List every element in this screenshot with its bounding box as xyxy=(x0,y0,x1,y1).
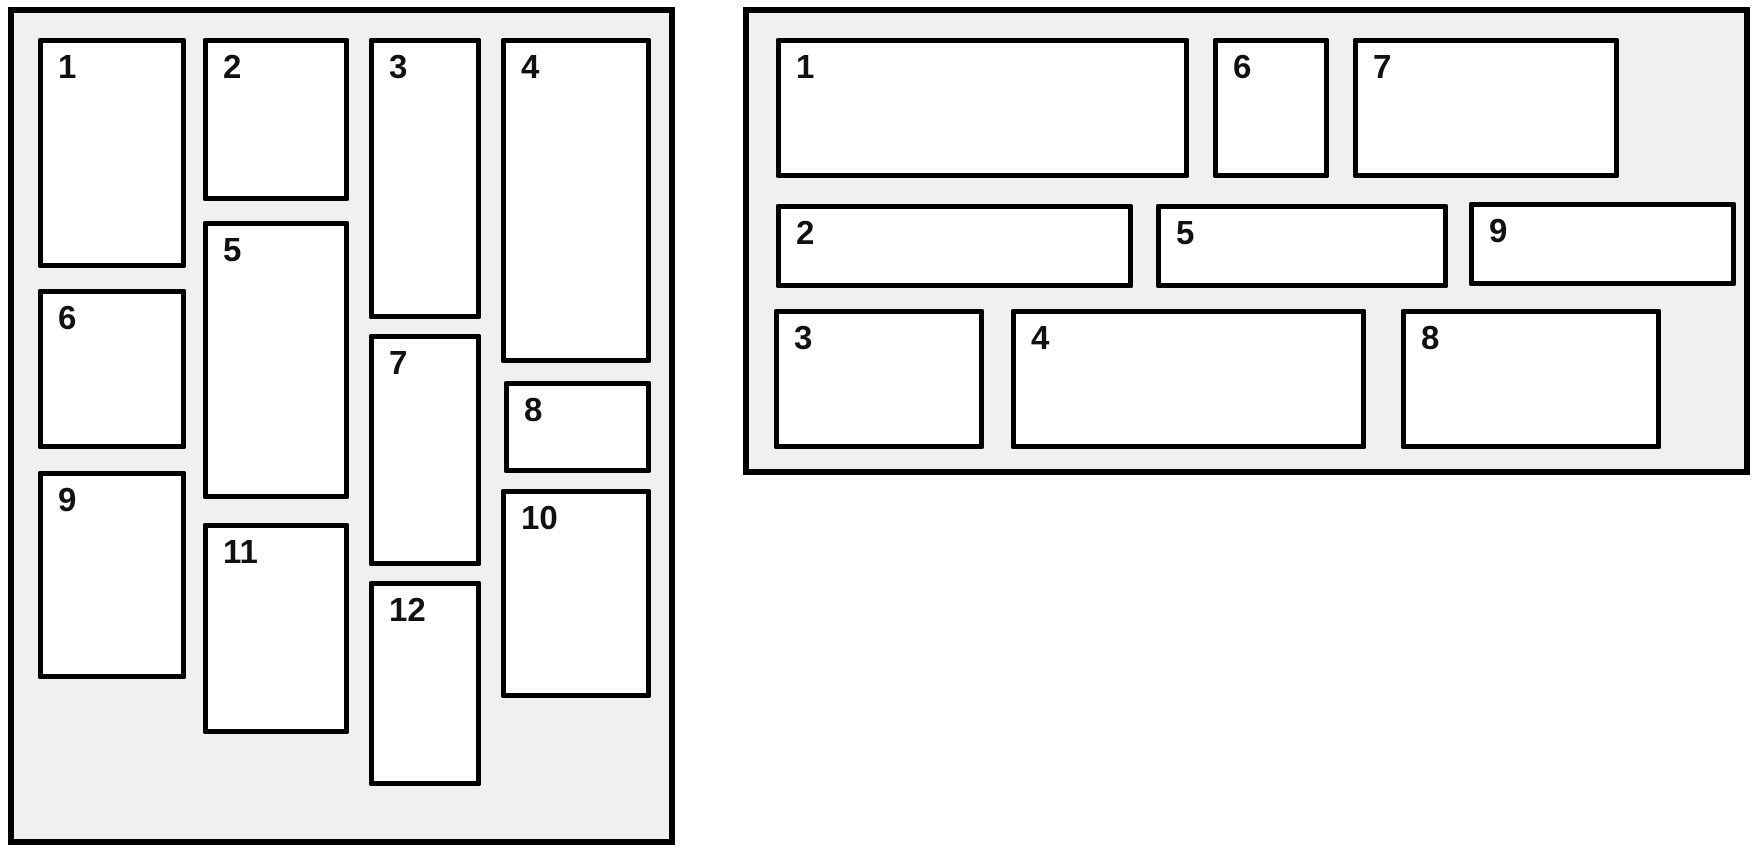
layout-item: 6 xyxy=(1213,38,1329,178)
layout-item: 9 xyxy=(1469,202,1736,286)
layout-item: 5 xyxy=(203,221,349,499)
layout-item: 9 xyxy=(38,471,186,679)
layout-item: 2 xyxy=(203,38,349,201)
item-number-label: 2 xyxy=(223,48,242,85)
item-number-label: 3 xyxy=(794,319,813,356)
item-number-label: 6 xyxy=(1233,48,1252,85)
item-number-label: 5 xyxy=(1176,214,1195,251)
item-number-label: 7 xyxy=(389,344,408,381)
layout-item: 1 xyxy=(38,38,186,268)
item-number-label: 3 xyxy=(389,48,408,85)
item-number-label: 9 xyxy=(58,481,77,518)
item-number-label: 8 xyxy=(524,391,543,428)
item-number-label: 9 xyxy=(1489,212,1508,249)
item-number-label: 12 xyxy=(389,591,426,628)
layout-item: 4 xyxy=(501,38,651,363)
item-number-label: 2 xyxy=(796,214,815,251)
item-number-label: 7 xyxy=(1373,48,1392,85)
layout-item: 3 xyxy=(774,309,984,449)
layout-item: 12 xyxy=(369,581,481,786)
layout-item: 3 xyxy=(369,38,481,319)
layout-item: 4 xyxy=(1011,309,1366,449)
layout-item: 1 xyxy=(776,38,1189,178)
layout-item: 2 xyxy=(776,204,1133,288)
item-number-label: 1 xyxy=(796,48,815,85)
layout-item: 10 xyxy=(501,489,651,698)
layout-item: 5 xyxy=(1156,204,1448,288)
item-number-label: 4 xyxy=(521,48,540,85)
layout-item: 7 xyxy=(1353,38,1619,178)
item-number-label: 10 xyxy=(521,499,558,536)
layout-item: 8 xyxy=(1401,309,1661,449)
layout-item: 6 xyxy=(38,289,186,449)
item-number-label: 4 xyxy=(1031,319,1050,356)
item-number-label: 1 xyxy=(58,48,77,85)
layout-item: 8 xyxy=(504,381,651,473)
item-number-label: 11 xyxy=(223,533,258,570)
item-number-label: 8 xyxy=(1421,319,1440,356)
item-number-label: 5 xyxy=(223,231,242,268)
item-number-label: 6 xyxy=(58,299,77,336)
layout-item: 11 xyxy=(203,523,349,734)
layout-item: 7 xyxy=(369,334,481,566)
rows-layout-panel: 1 6 7 2 5 9 3 4 8 xyxy=(743,7,1750,475)
